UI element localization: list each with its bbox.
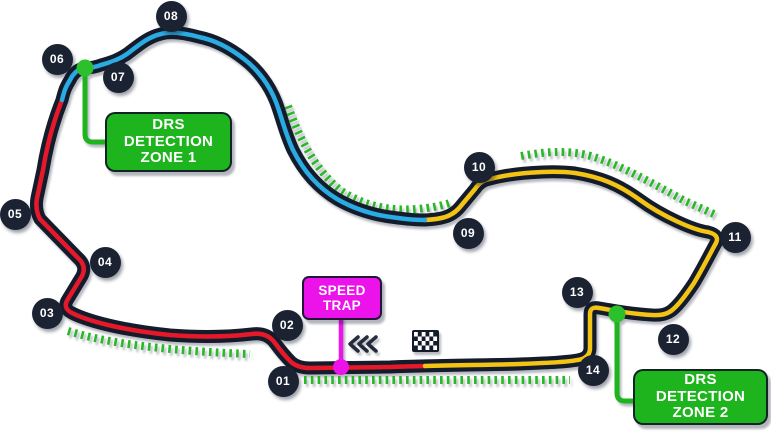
marker-dots — [76, 59, 626, 375]
speed-trap-label: SPEED TRAP — [302, 276, 382, 320]
drs2-line-3: ZONE 2 — [672, 404, 729, 422]
drs-detection-dot-1 — [76, 59, 94, 77]
turn-badge-14: 14 — [577, 354, 609, 386]
drs-detection-zone-1-label: DRS DETECTION ZONE 1 — [105, 112, 232, 172]
turn-badge-04: 04 — [89, 246, 121, 278]
turn-badge-03: 03 — [31, 297, 63, 329]
drs1-line-1: DRS — [152, 115, 185, 133]
race-direction-arrows-icon — [348, 335, 378, 353]
drs-detection-2-connector — [614, 319, 638, 404]
turn-badge-01: 01 — [267, 365, 299, 397]
turn-badge-02: 02 — [271, 309, 303, 341]
speed-trap-line-2: TRAP — [323, 298, 361, 313]
drs1-line-3: ZONE 1 — [140, 149, 197, 167]
drs-detection-1-connector — [82, 73, 110, 145]
drs2-line-2: DETECTION — [655, 387, 746, 405]
turn-badge-09: 09 — [452, 217, 484, 249]
drs-detection-zone-2-label: DRS DETECTION ZONE 2 — [633, 369, 768, 425]
turn-badge-08: 08 — [155, 0, 187, 32]
drs2-line-1: DRS — [684, 370, 717, 388]
turn-badge-13: 13 — [561, 276, 593, 308]
turn-badge-11: 11 — [719, 221, 751, 253]
drs-detection-dot-2 — [608, 305, 626, 323]
drs1-line-2: DETECTION — [123, 132, 214, 150]
turn-badge-06: 06 — [41, 43, 73, 75]
drs-zone-hatch-sweep — [284, 104, 452, 214]
turn-badge-10: 10 — [463, 151, 495, 183]
speed-trap-line-1: SPEED — [318, 282, 366, 298]
start-finish-flag-icon — [412, 330, 439, 352]
turn-badge-12: 12 — [657, 323, 689, 355]
turn-badge-07: 07 — [102, 61, 134, 93]
sector-1-line — [34, 97, 428, 371]
drs-zone-hatch-top-right — [520, 148, 718, 219]
speed-trap-dot — [333, 359, 349, 375]
turn-badge-05: 05 — [0, 198, 31, 230]
